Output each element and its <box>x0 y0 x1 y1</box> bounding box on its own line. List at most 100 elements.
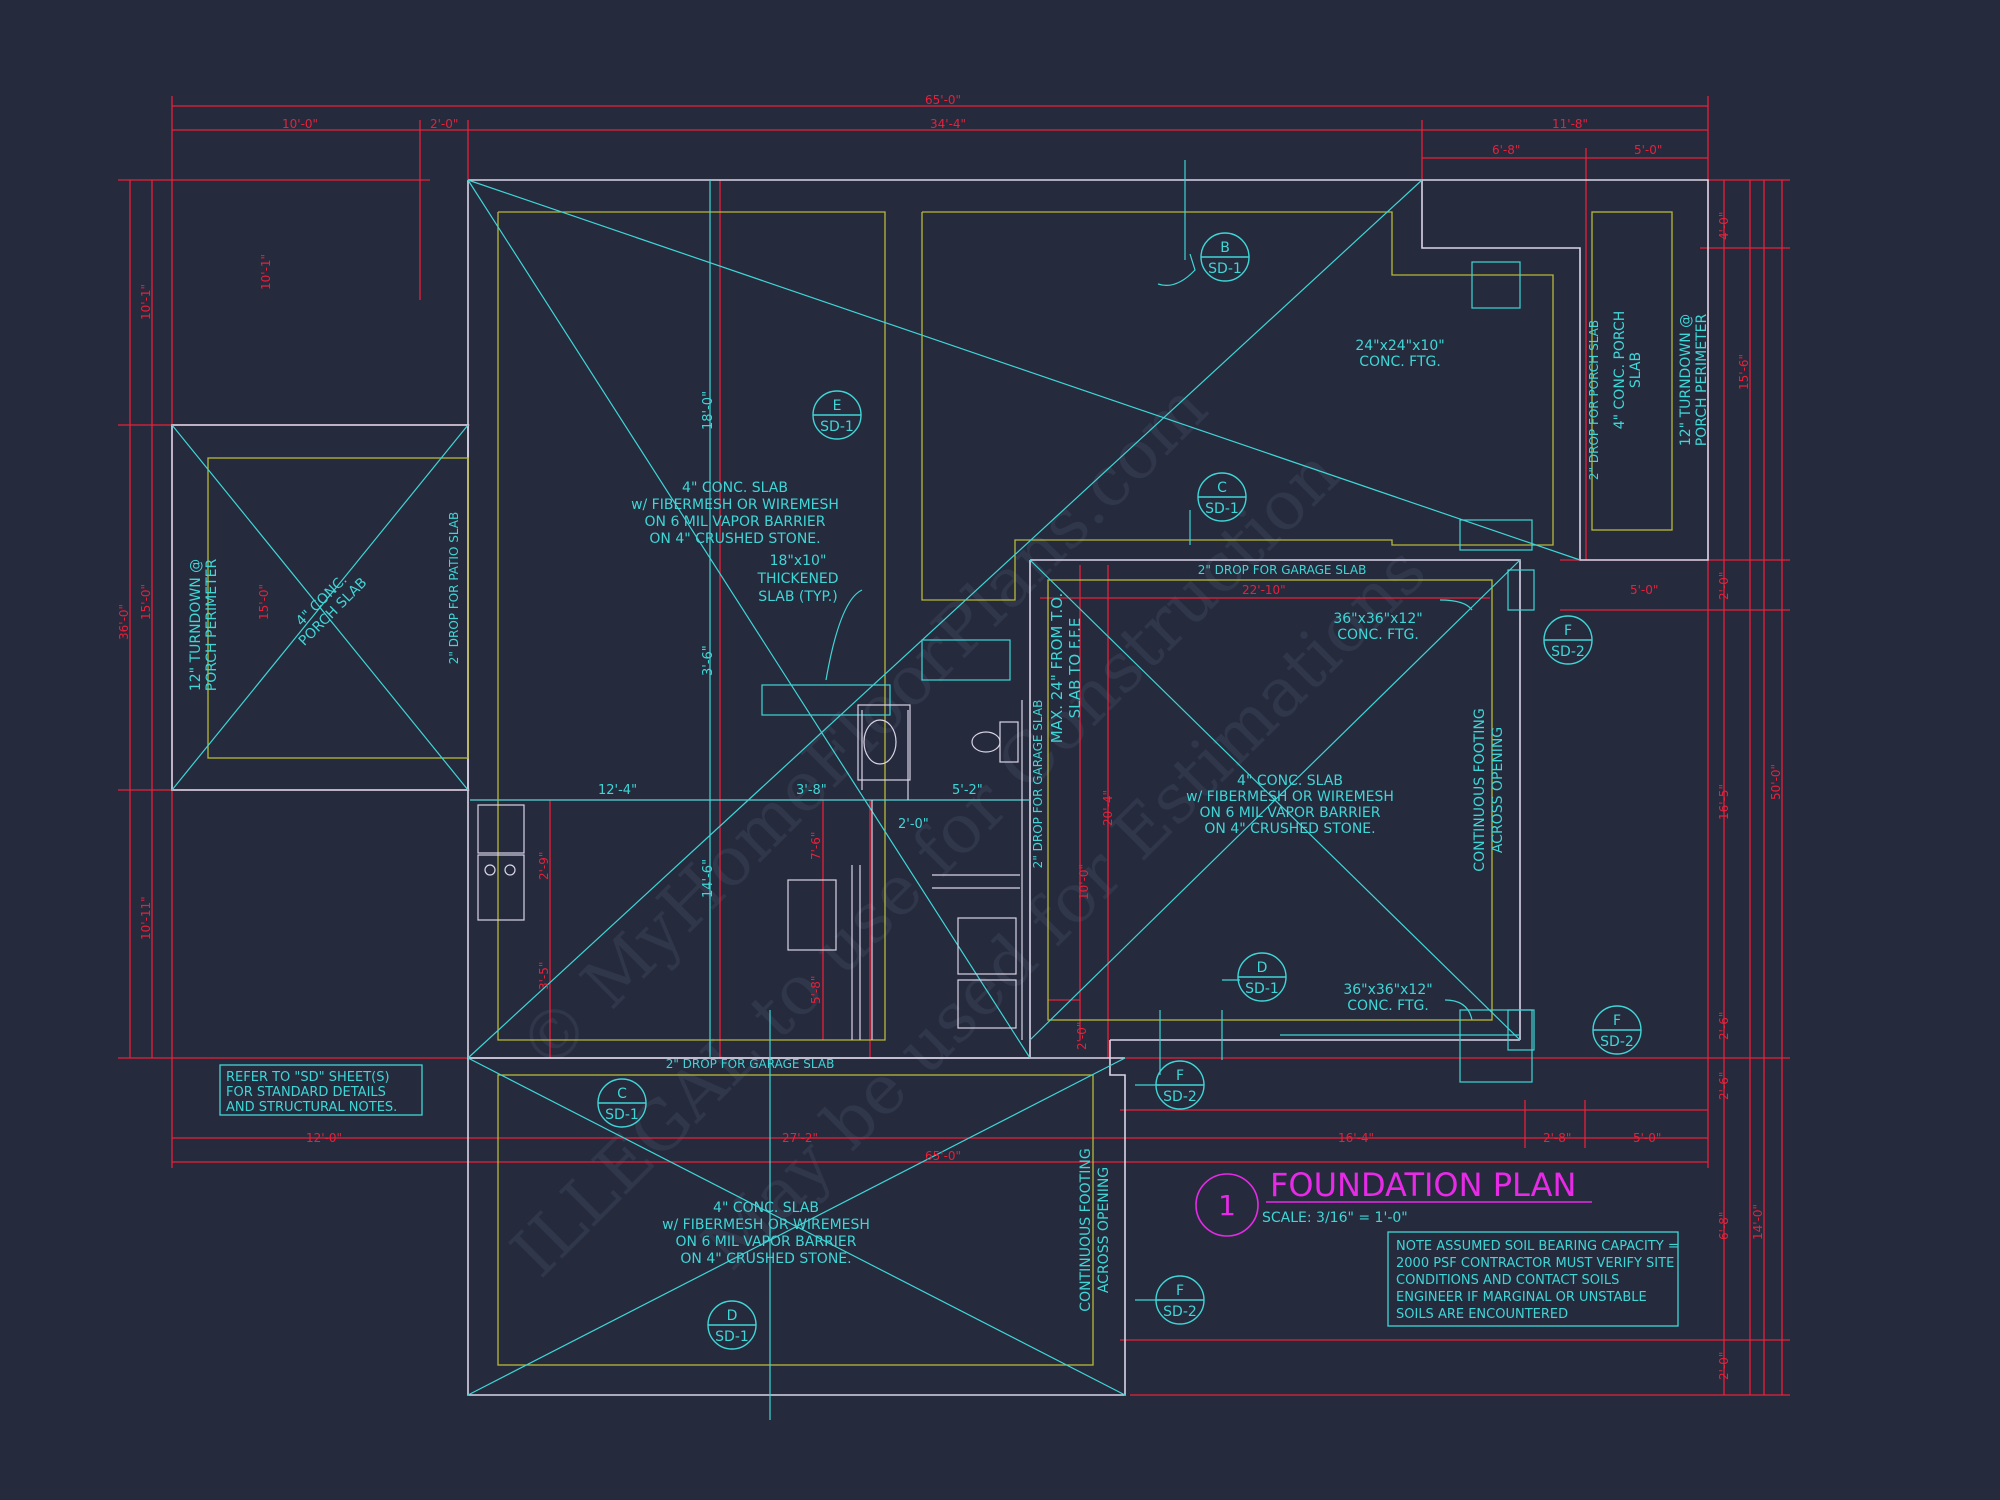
dim-v-int-20: 20'-4" <box>1101 790 1115 826</box>
garage-slab-note-4: ON 4" CRUSHED STONE. <box>1204 821 1375 837</box>
tag-e <box>812 390 862 440</box>
fixtures <box>477 700 1023 1040</box>
tag-f-bottom <box>1155 1275 1205 1325</box>
tag-f-mid <box>1155 1060 1205 1110</box>
title-block: 1 FOUNDATION PLAN SCALE: 3/16" = 1'-0" <box>1195 1166 1592 1237</box>
cont-footing-lower-1: CONTINUOUS FOOTING <box>1078 1148 1094 1311</box>
main-slab-note-3: ON 6 MIL VAPOR BARRIER <box>645 514 826 530</box>
dim-v-porch-15: 15'-0" <box>257 584 271 620</box>
right-porch-note-2: SLAB <box>1628 352 1644 388</box>
ftg24-note-2: CONC. FTG. <box>1359 354 1441 370</box>
soil-note: NOTE ASSUMED SOIL BEARING CAPACITY = 200… <box>1387 1231 1679 1327</box>
dim-v-left-15: 15'-0" <box>139 584 153 620</box>
dim-top-11: 11'-8" <box>1552 117 1588 131</box>
tag-f-ru-sheet: SD-2 <box>1551 644 1585 660</box>
dim-v-int-3-5: 3'-5" <box>537 962 551 990</box>
plan-scale: SCALE: 3/16" = 1'-0" <box>1262 1210 1408 1226</box>
tag-e-sheet: SD-1 <box>820 419 854 435</box>
dim-v-10-1: 10'-1" <box>259 254 273 290</box>
garage-slab-note-3: ON 6 MIL VAPOR BARRIER <box>1200 805 1381 821</box>
garage-slab-note-2: w/ FIBERMESH OR WIREMESH <box>1186 789 1394 805</box>
tag-f-right-lower <box>1592 1005 1642 1055</box>
main-slab-note-1: 4" CONC. SLAB <box>682 480 788 496</box>
ftg36-upper-note-2: CONC. FTG. <box>1337 627 1419 643</box>
dim-int-5-2: 5'-2" <box>952 783 983 798</box>
dim-v-int-10: 10'-0" <box>1077 864 1091 900</box>
ftg36-lower-note-1: 36"x36"x12" <box>1343 982 1432 998</box>
slab-diagonals <box>171 160 1581 1420</box>
tag-f-ru-letter: F <box>1564 623 1572 639</box>
dim-bot-2: 2'-8" <box>1543 1131 1571 1145</box>
dim-overall-top: 65'-0" <box>925 93 961 107</box>
dim-v-int-7: 7'-6" <box>809 832 823 860</box>
turndown-right-note-1: 12" TURNDOWN @ <box>1678 314 1694 446</box>
tag-f-right-upper <box>1543 615 1593 665</box>
lower-slab-note-3: ON 6 MIL VAPOR BARRIER <box>676 1234 857 1250</box>
dim-top-6: 6'-8" <box>1492 143 1520 157</box>
slab-annotations: 4" CONC. SLAB w/ FIBERMESH OR WIREMESH O… <box>188 311 1710 1312</box>
dimension-labels: 65'-0" 10'-0" 2'-0" 34'-4" 11'-8" 6'-8" … <box>117 93 1783 1380</box>
tag-b <box>1200 232 1250 282</box>
thickened-note-1: 18"x10" <box>770 553 827 569</box>
dim-overall-bottom: 65'-0" <box>925 1149 961 1163</box>
tag-f-bottom-letter: F <box>1176 1283 1184 1299</box>
dim-top-34: 34'-4" <box>930 117 966 131</box>
drop-garage-note-top: 2" DROP FOR GARAGE SLAB <box>1198 563 1367 577</box>
dim-v-right-2a: 2'-0" <box>1717 572 1731 600</box>
dim-int-2-0: 2'-0" <box>898 817 929 832</box>
lower-slab-note-1: 4" CONC. SLAB <box>713 1200 819 1216</box>
garage-slab-note-1: 4" CONC. SLAB <box>1237 773 1343 789</box>
main-slab-note-2: w/ FIBERMESH OR WIREMESH <box>631 497 839 513</box>
cont-footing-right-2: ACROSS OPENING <box>1490 727 1506 853</box>
drop-garage-vertical-note: 2" DROP FOR GARAGE SLAB <box>1031 700 1045 869</box>
cont-footing-lower-2: ACROSS OPENING <box>1096 1167 1112 1293</box>
tag-b-letter: B <box>1220 240 1230 256</box>
dim-v-right-6: 6'-8" <box>1717 1212 1731 1240</box>
dim-v-right-16: 16'-5" <box>1717 784 1731 820</box>
thickened-note-2: THICKENED <box>756 571 838 587</box>
tag-f-mid-letter: F <box>1176 1068 1184 1084</box>
tag-f-bottom-sheet: SD-2 <box>1163 1304 1197 1320</box>
dim-v-left-10a: 10'-1" <box>139 284 153 320</box>
max24-note-1: MAX. 24" FROM T.O. <box>1048 593 1066 743</box>
soil-note-line-3: CONDITIONS AND CONTACT SOILS <box>1396 1273 1619 1288</box>
drop-garage-note-bottom: 2" DROP FOR GARAGE SLAB <box>666 1057 835 1071</box>
tag-d-garage-letter: D <box>1257 960 1268 976</box>
dim-v-right-4: 4'-0" <box>1717 212 1731 240</box>
thickened-note-3: SLAB (TYP.) <box>758 589 837 605</box>
tag-d-lower-sheet: SD-1 <box>715 1329 749 1345</box>
tag-f-rl-letter: F <box>1613 1013 1621 1029</box>
dim-bot-16: 16'-4" <box>1338 1131 1374 1145</box>
refer-note: REFER TO "SD" SHEET(S) FOR STANDARD DETA… <box>219 1064 423 1116</box>
tag-c-upper <box>1197 472 1247 522</box>
dim-v-int-3-6: 3'-6" <box>701 645 716 676</box>
section-tags <box>597 232 1642 1350</box>
turndown-left-note-2: PORCH PERIMETER <box>204 559 220 692</box>
max24-note-2: SLAB TO F.F.E <box>1066 618 1084 719</box>
dim-v-int-2-9: 2'-9" <box>537 852 551 880</box>
cont-footing-right-1: CONTINUOUS FOOTING <box>1472 708 1488 871</box>
dim-v-left-10b: 10'-11" <box>139 896 153 940</box>
dim-bot-27: 27'-2" <box>782 1131 818 1145</box>
refer-note-line-2: FOR STANDARD DETAILS <box>226 1085 386 1100</box>
dim-bot-12: 12'-0" <box>306 1131 342 1145</box>
lower-slab-note-2: w/ FIBERMESH OR WIREMESH <box>662 1217 870 1233</box>
section-tag-labels: B SD-1 E SD-1 C SD-1 C SD-1 D SD-1 D SD-… <box>605 240 1634 1345</box>
main-slab-note-4: ON 4" CRUSHED STONE. <box>649 531 820 547</box>
tag-e-letter: E <box>833 398 842 414</box>
slab-edge-lines <box>207 211 1673 1366</box>
dim-v-right-2c: 2'-6" <box>1717 1072 1731 1100</box>
tag-c-lower-letter: C <box>617 1086 627 1102</box>
tag-d-garage-sheet: SD-1 <box>1245 981 1279 997</box>
soil-note-line-2: 2000 PSF CONTRACTOR MUST VERIFY SITE <box>1396 1256 1674 1271</box>
dim-v-right-50: 50'-0" <box>1769 764 1783 800</box>
dim-v-right-15: 15'-6" <box>1737 354 1751 390</box>
tag-f-mid-sheet: SD-2 <box>1163 1089 1197 1105</box>
ftg24-note-1: 24"x24"x10" <box>1355 338 1444 354</box>
dim-top-5: 5'-0" <box>1634 143 1662 157</box>
dim-v-right-14: 14'-0" <box>1751 1204 1765 1240</box>
dim-v-left-36: 36'-0" <box>117 604 131 640</box>
plan-title: FOUNDATION PLAN <box>1270 1166 1576 1204</box>
dim-v-right-2d: 2'-0" <box>1717 1352 1731 1380</box>
